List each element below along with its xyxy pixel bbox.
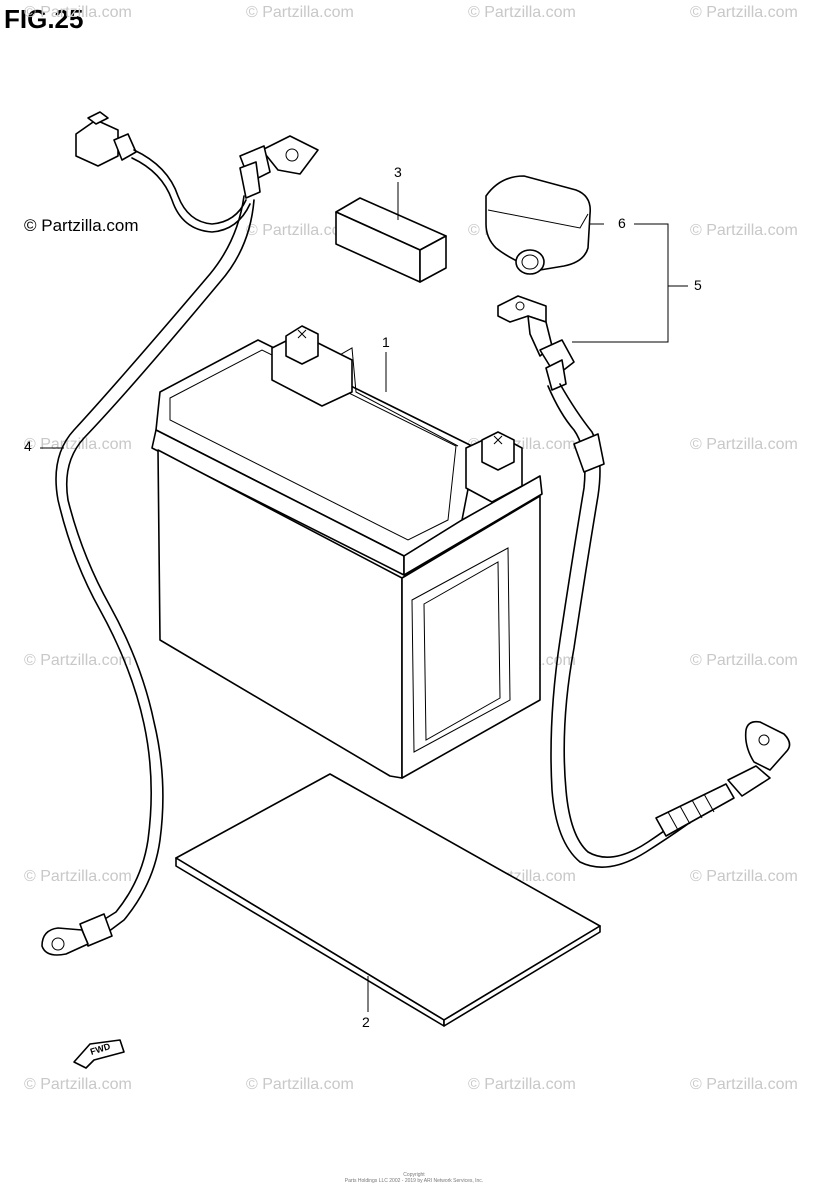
watermark: © Partzilla.com — [690, 222, 798, 239]
watermark: © Partzilla.com — [24, 1076, 132, 1093]
battery-pad-sheet — [175, 773, 601, 1027]
watermark: © Partzilla.com — [24, 868, 132, 885]
watermark: © Partzilla.com — [246, 222, 354, 239]
watermark: © Partzilla.com — [246, 1076, 354, 1093]
terminal-cover — [485, 175, 592, 275]
watermark: © Partzilla.com — [246, 4, 354, 21]
watermark: © Partzilla.com — [468, 4, 576, 21]
watermark: © Partzilla.com — [690, 4, 798, 21]
callout-4: 4 — [24, 438, 32, 454]
brand-mark: © Partzilla.com — [24, 216, 139, 235]
watermark: © Partzilla.com — [690, 868, 798, 885]
callout-6: 6 — [618, 215, 626, 231]
battery-cable-negative — [497, 295, 791, 868]
battery-cable-positive — [41, 111, 319, 956]
callout-5: 5 — [694, 277, 702, 293]
watermark: © Partzilla.com — [690, 436, 798, 453]
copyright-footer: Copyright Parts Holdings LLC 2002 - 2019… — [0, 1172, 828, 1184]
leader-lines — [40, 182, 688, 1012]
watermark: © Partzilla.com — [24, 4, 132, 21]
watermark: © Partzilla.com — [690, 1076, 798, 1093]
figure-title: FIG.25 — [4, 4, 84, 34]
copyright-line-2: Parts Holdings LLC 2002 - 2019 by ARI Ne… — [344, 1178, 484, 1184]
battery — [151, 325, 543, 779]
watermark: © Partzilla.com — [468, 1076, 576, 1093]
watermark: © Partzilla.com — [690, 652, 798, 669]
pad-block — [335, 197, 447, 283]
callout-3: 3 — [394, 164, 402, 180]
fwd-arrow-icon — [73, 1039, 125, 1069]
callout-1: 1 — [382, 334, 390, 350]
watermark: © Partzilla.com — [24, 652, 132, 669]
copyright-line-1: Copyright — [403, 1172, 425, 1178]
callout-2: 2 — [362, 1014, 370, 1030]
